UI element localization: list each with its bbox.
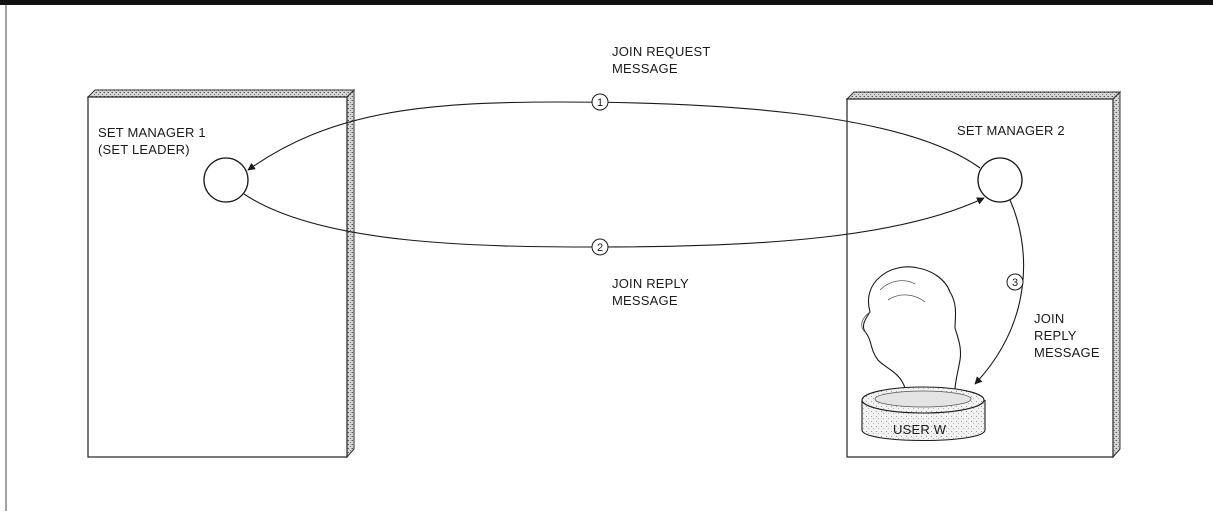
user-reply-label-line3: MESSAGE	[1034, 345, 1100, 361]
user-w-label: USER W	[893, 422, 946, 438]
set-manager-1-node	[204, 158, 248, 202]
step-1-number: 1	[597, 97, 603, 109]
set-manager-2-node	[978, 158, 1022, 202]
step-3-number: 3	[1012, 277, 1018, 289]
user-reply-label-line2: REPLY	[1034, 328, 1077, 344]
join-reply-label-line1: JOIN REPLY	[612, 276, 689, 292]
join-request-label-line1: JOIN REQUEST	[612, 44, 710, 60]
set-manager-1-title: SET MANAGER 1	[98, 125, 206, 141]
top-border	[0, 0, 1213, 5]
set-leader-subtitle: (SET LEADER)	[98, 142, 190, 158]
user-reply-label-line1: JOIN	[1034, 311, 1064, 327]
step-2-number: 2	[597, 242, 603, 254]
set-manager-2-title: SET MANAGER 2	[957, 123, 1065, 139]
join-request-label-line2: MESSAGE	[612, 61, 678, 77]
join-reply-label-line2: MESSAGE	[612, 293, 678, 309]
